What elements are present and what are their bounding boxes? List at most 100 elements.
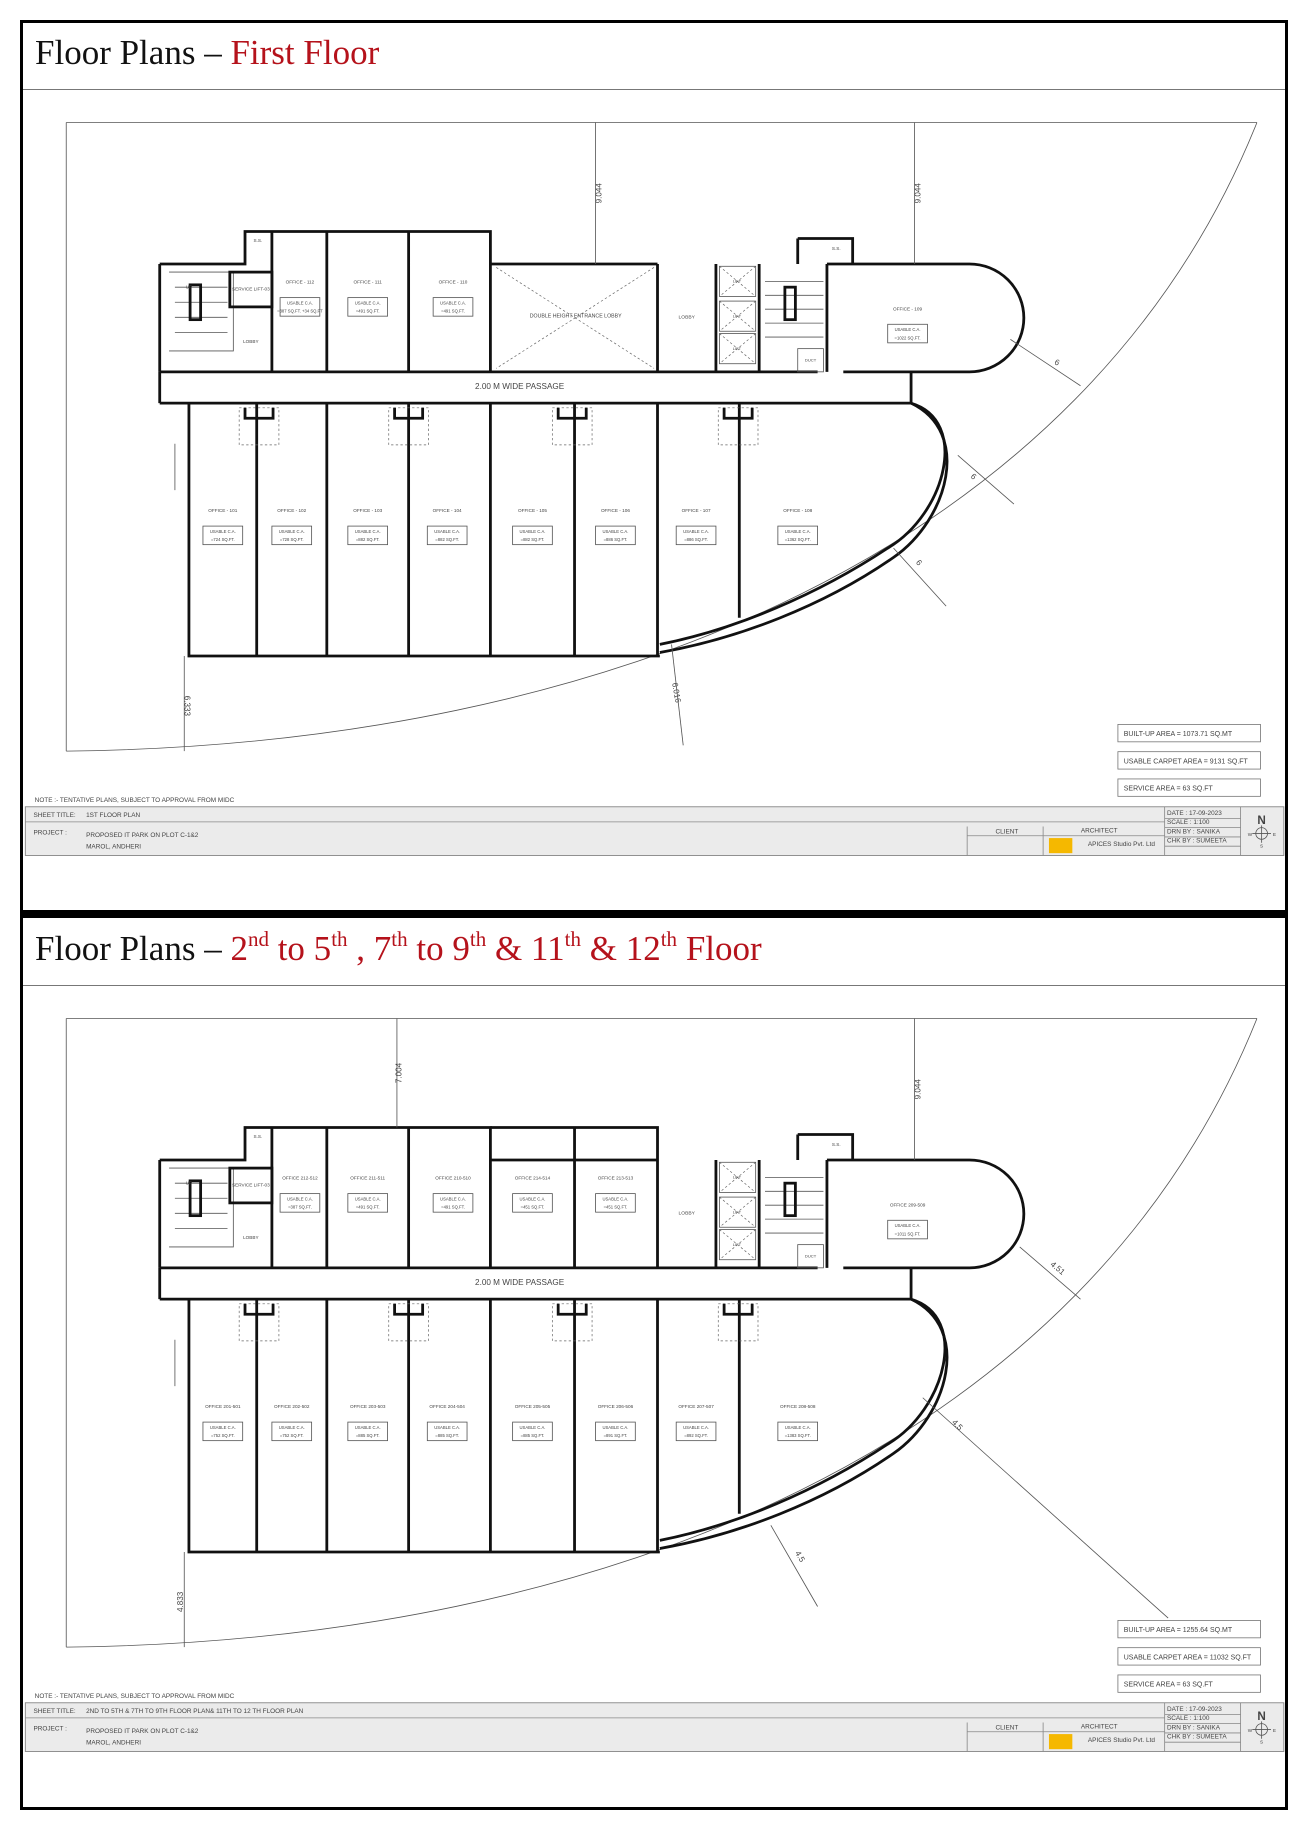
office-name: OFFICE - 105 (518, 508, 547, 513)
lift-shaft (719, 1196, 757, 1228)
sheet-title: 1ST FLOOR PLAN (86, 812, 140, 819)
dimension-label: 4.833 (176, 1591, 185, 1612)
office-area-value: =491 SQ.FT. (356, 1205, 380, 1210)
office-area-value: =451 SQ.FT. (521, 1205, 545, 1210)
toilet-wall (243, 1303, 275, 1316)
dimension-line (770, 1525, 818, 1607)
office-name: OFFICE - 103 (353, 508, 382, 513)
room-label-lobby: LOBBY (243, 1235, 259, 1240)
office-area-box (595, 1421, 636, 1442)
room-label-lift: LIFT (733, 1209, 742, 1214)
room-label-ss: S.S. (253, 1134, 262, 1139)
toilet-wall (722, 407, 754, 420)
lift-cross (719, 1162, 756, 1193)
office-ca-label: USABLE C.A. (287, 301, 313, 306)
office-area-value: =387 SQ.FT. +34 SQ.FT (277, 309, 323, 314)
architect-name: APICES Studio Pvt. Ltd (1088, 1737, 1155, 1744)
office-area-value: =1362 SQ.FT. (785, 537, 811, 542)
architect-name: APICES Studio Pvt. Ltd (1088, 841, 1155, 848)
office-area-value: =885 SQ.FT. (435, 1433, 459, 1438)
lift-shaft (719, 1229, 757, 1261)
room-label-service-lift: SERVICE LIFT-03 (232, 1183, 270, 1188)
upper-office-walls (490, 1126, 659, 1268)
panel-title: Floor Plans – 2nd to 5th , 7th to 9th & … (35, 927, 762, 969)
lower-block-curve (659, 401, 949, 654)
title-superscript: th (564, 927, 581, 951)
south-label: S (1260, 843, 1263, 848)
project-name: PROPOSED IT PARK ON PLOT C-1&2 (86, 1728, 199, 1735)
office-name: OFFICE - 109 (893, 306, 922, 311)
office-area-value: =1383 SQ.FT. (785, 1433, 811, 1438)
site-boundary (65, 122, 1258, 752)
dimension-line (1010, 339, 1081, 387)
office-ca-label: USABLE C.A. (785, 1425, 811, 1430)
title-superscript: nd (247, 927, 269, 951)
office-name: OFFICE - 101 (208, 508, 237, 513)
stair-core-right (783, 1181, 797, 1218)
stair-core-right (783, 285, 797, 322)
office-name: OFFICE - 108 (783, 508, 812, 513)
office-area-value: =882 SQ.FT. (356, 537, 380, 542)
dimension-line (671, 644, 684, 746)
office-area-box (512, 525, 553, 546)
title-segment: Floor (677, 929, 762, 968)
dimension-label: 9.044 (594, 183, 603, 204)
project-location: MAROL, ANDHERI (86, 1740, 141, 1747)
office-name: OFFICE - 102 (277, 508, 306, 513)
office-area-value: =387 SQ.FT. (288, 1205, 312, 1210)
office-name: OFFICE 214-514 (515, 1176, 551, 1181)
service-lift (228, 1166, 274, 1205)
room-label-service-lift: SERVICE LIFT-03 (232, 287, 270, 292)
first-floor-panel: Floor Plans – First Floor SERVICE LIFT-0… (23, 23, 1285, 912)
sheet-title: 2ND TO 5TH & 7TH TO 9TH FLOOR PLAN& 11TH… (86, 1708, 304, 1715)
office-name: OFFICE - 107 (682, 508, 711, 513)
office-area-box (595, 525, 636, 546)
toilet-wall (556, 1303, 588, 1316)
office-area-box (777, 525, 819, 546)
room-label-lift: LIFT (733, 313, 742, 318)
room-label-lobby-right: LOBBY (679, 315, 696, 321)
checked-by-field: CHK BY : SUMEETA (1167, 838, 1227, 845)
toilet-wall (243, 407, 275, 420)
room-label-lift: LIFT (733, 279, 742, 284)
office-area-value: =1022 SQ.FT. (895, 335, 921, 340)
room-label-lift: LIFT (733, 1242, 742, 1247)
office-area-value: =491 SQ.FT. (356, 309, 380, 314)
office-name: OFFICE 204-504 (429, 1404, 465, 1409)
office-ca-label: USABLE C.A. (602, 529, 628, 534)
client-label: CLIENT (995, 1724, 1018, 1731)
office-area-value: =752 SQ.FT. (280, 1433, 304, 1438)
duct (797, 348, 824, 373)
dimension-label: 6 (969, 472, 979, 482)
dimension-line (1019, 1246, 1081, 1300)
sheet-title-label: SHEET TITLE: (34, 812, 76, 819)
compass-cross (1252, 825, 1271, 843)
lift-cross (719, 1196, 756, 1228)
east-label: E (1273, 1728, 1276, 1733)
office-name: OFFICE 206-506 (598, 1404, 634, 1409)
office-area-box (426, 525, 468, 546)
toilet-block (388, 407, 429, 446)
upper-block-walls (158, 230, 1026, 374)
office-ca-label: USABLE C.A. (895, 327, 921, 332)
toilet-block (717, 407, 759, 446)
office-ca-label: USABLE C.A. (279, 529, 305, 534)
office-area-box (887, 1219, 928, 1240)
title-segment: & 11 (486, 929, 565, 968)
office-area-box (279, 1193, 321, 1213)
office-area-value: =1011 SQ.FT. (895, 1231, 921, 1236)
toilet-wall (722, 1303, 754, 1316)
compass-cross (1252, 1721, 1271, 1739)
room-label-ss-right: S.S. (832, 246, 841, 251)
room-label-ss: S.S. (253, 238, 262, 243)
room-label-ss-right: S.S. (832, 1142, 841, 1147)
dimension-label: 6 (1053, 358, 1061, 368)
